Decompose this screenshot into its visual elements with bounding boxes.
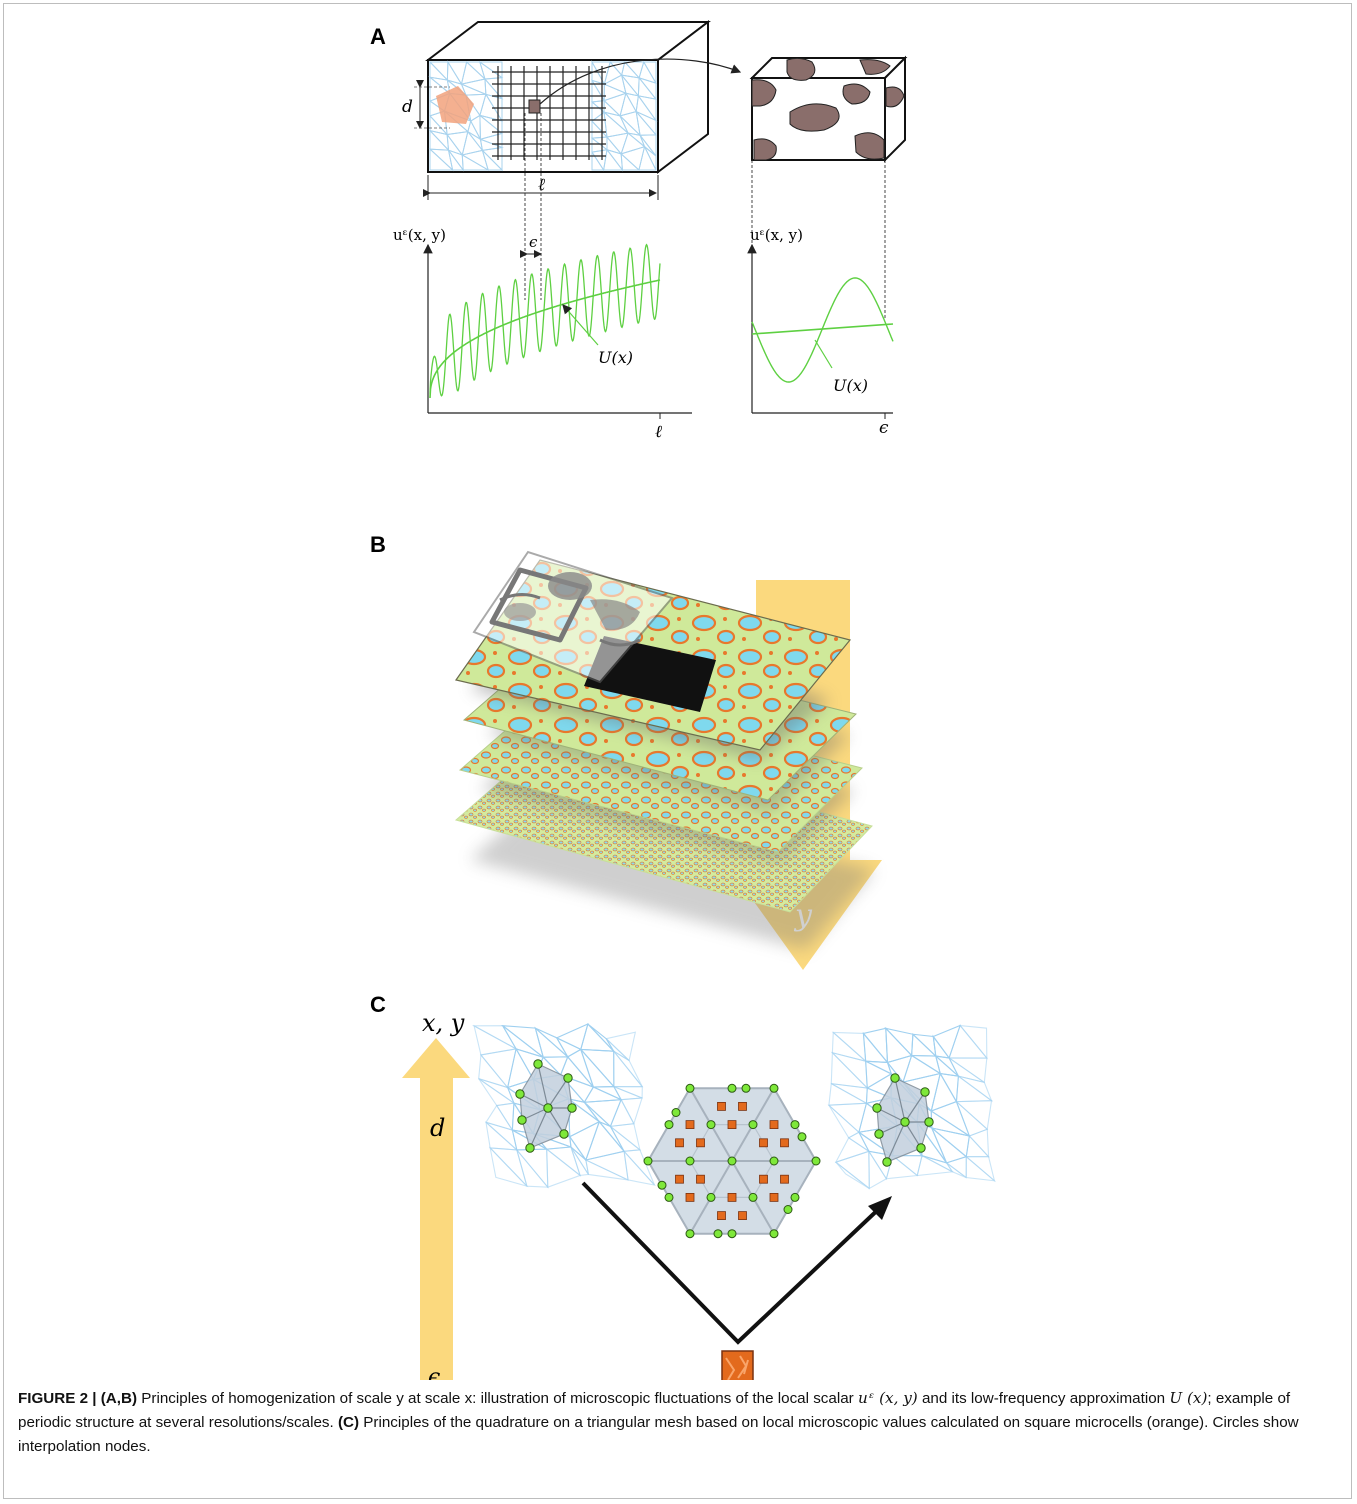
micro-cell-box bbox=[749, 55, 908, 320]
plot-right: uᵋ(x, y) U(x) ϵ bbox=[747, 226, 894, 438]
label-eps: ϵ bbox=[529, 233, 538, 251]
caption-math-2: U (x) bbox=[1169, 1389, 1208, 1407]
xtick-left: ℓ bbox=[655, 422, 662, 442]
caption-figure-tag: FIGURE 2 | bbox=[18, 1390, 97, 1407]
panel-b-letter: B bbox=[370, 532, 386, 557]
top-label-xy: x, y bbox=[422, 1009, 465, 1037]
caption-math-1: uᵋ (x, y) bbox=[857, 1389, 918, 1407]
quadrature-arrows bbox=[581, 1181, 892, 1345]
plot-left: uᵋ(x, y) ϵ U(x) ℓ bbox=[393, 226, 692, 442]
label-ell-top: ℓ bbox=[538, 175, 545, 195]
xtick-right: ϵ bbox=[879, 418, 889, 438]
curve-label-right: U(x) bbox=[833, 376, 868, 395]
figure-2: A d ℓ bbox=[370, 19, 997, 1380]
fluctuation-curve-right bbox=[751, 277, 894, 383]
triangular-mesh-c-left bbox=[471, 1022, 656, 1189]
scale-arrow-c: x, y d ϵ bbox=[402, 1009, 470, 1380]
top-grey-cell bbox=[472, 550, 674, 684]
panel-c-letter: C bbox=[370, 992, 386, 1017]
ylabel-left: uᵋ(x, y) bbox=[393, 226, 446, 244]
caption-text-1: Principles of homogenization of scale y … bbox=[141, 1390, 854, 1407]
caption-part-ab: (A,B) bbox=[100, 1390, 138, 1407]
figure-caption: FIGURE 2 | (A,B) Principles of homogeniz… bbox=[18, 1386, 1340, 1459]
microcell-sample bbox=[721, 1350, 754, 1380]
caption-text-2: and its low-frequency approximation bbox=[921, 1390, 1166, 1407]
mean-curve-left bbox=[429, 279, 661, 399]
square-grid bbox=[492, 66, 606, 160]
microcell bbox=[528, 99, 541, 114]
ylabel-right: uᵋ(x, y) bbox=[750, 226, 803, 244]
mean-curve-right bbox=[751, 323, 894, 335]
caption-text-4: Principles of the quadrature on a triang… bbox=[18, 1414, 1299, 1455]
caption-part-c: (C) bbox=[337, 1414, 360, 1431]
resolution-stack bbox=[454, 550, 875, 950]
macro-box: d ℓ bbox=[402, 19, 742, 300]
fluctuation-curve-left bbox=[429, 243, 661, 397]
triangular-mesh-right bbox=[590, 60, 658, 172]
curve-label-left: U(x) bbox=[598, 348, 633, 367]
panel-a-letter: A bbox=[370, 24, 386, 49]
triangular-mesh-c-right bbox=[827, 1024, 997, 1190]
label-d: d bbox=[402, 97, 413, 117]
mid-label-d: d bbox=[430, 1114, 445, 1142]
caption-text-3: ; example of periodic structure at sever… bbox=[18, 1390, 1291, 1431]
figure-frame bbox=[3, 3, 1352, 1499]
bottom-label-eps: ϵ bbox=[428, 1365, 440, 1380]
hexagonal-quadrature-cell bbox=[643, 1083, 821, 1239]
mesh-patch bbox=[436, 86, 474, 124]
